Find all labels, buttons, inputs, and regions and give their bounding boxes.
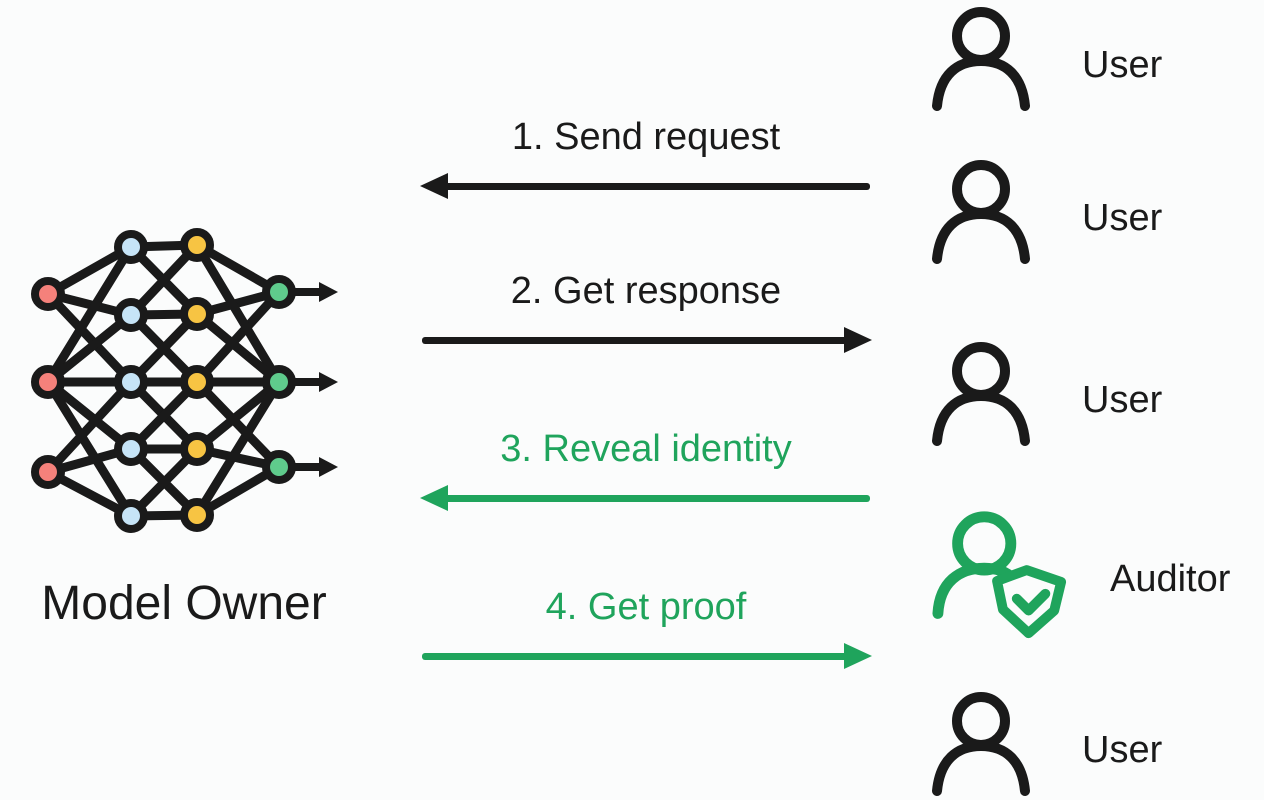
actor-label: User	[1082, 43, 1163, 86]
user-icon	[932, 342, 1030, 446]
message-send-request-label: 1. Send request	[511, 116, 781, 158]
user-icon	[932, 160, 1030, 264]
actor-user-2: User	[930, 158, 1162, 266]
arrow-shaft	[422, 337, 850, 344]
actor-user-4: User	[930, 690, 1162, 798]
message-reveal-identity: 3. Reveal identity	[420, 428, 872, 518]
auditor-verified-user-icon	[932, 511, 1067, 639]
arrow-right-icon	[420, 326, 872, 354]
actor-label: User	[1082, 378, 1163, 421]
arrow-right-icon	[420, 642, 872, 670]
arrow-left-icon	[420, 484, 872, 512]
message-get-response-label: 2. Get response	[510, 270, 782, 312]
arrow-left-icon	[420, 172, 872, 200]
message-reveal-identity-label: 3. Reveal identity	[500, 428, 792, 470]
message-get-proof: 4. Get proof	[420, 586, 872, 676]
neural-network-icon	[31, 228, 338, 533]
arrow-shaft	[442, 495, 870, 502]
actor-label: User	[1082, 728, 1163, 771]
actor-label: Auditor	[1110, 557, 1231, 600]
actor-user-1: User	[930, 5, 1162, 113]
message-send-request: 1. Send request	[420, 116, 872, 206]
message-get-response: 2. Get response	[420, 270, 872, 360]
arrow-shaft	[422, 653, 850, 660]
user-icon	[932, 7, 1030, 111]
actor-label: User	[1082, 196, 1163, 239]
actor-auditor: Auditor	[930, 502, 1230, 652]
model-owner-label: Model Owner	[41, 577, 327, 630]
message-get-proof-label: 4. Get proof	[545, 586, 747, 628]
shield-badge-icon	[992, 565, 1067, 639]
checkmark-icon	[1011, 588, 1051, 616]
user-icon	[932, 692, 1030, 796]
actor-user-3: User	[930, 340, 1162, 448]
arrow-shaft	[442, 183, 870, 190]
